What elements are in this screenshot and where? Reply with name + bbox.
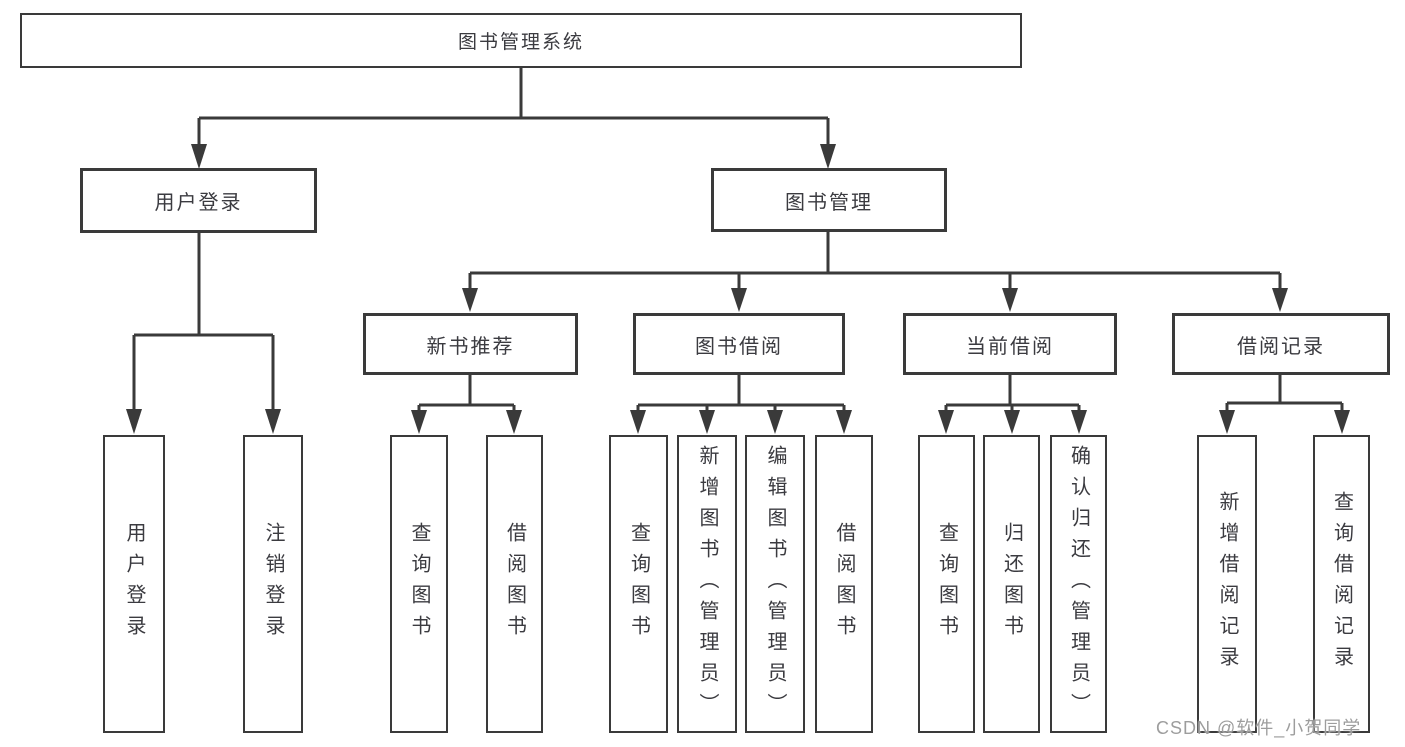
arrowhead-icon [1071,410,1087,434]
node-label: 确认归还（管理员） [1067,444,1090,724]
node-current-borrow: 当前借阅 [903,313,1117,375]
node-library-system: 图书管理系统 [20,13,1022,68]
arrowhead-icon [191,144,207,169]
node-label: 查询借阅记录 [1330,491,1353,677]
node-borrow-records: 借阅记录 [1172,313,1390,375]
node-label: 图书管理系统 [457,32,584,53]
node-user-login: 用户登录 [80,168,317,233]
node-label: 图书借阅 [695,335,783,358]
leaf-user-login: 用户登录 [103,435,165,733]
arrowhead-icon [126,409,142,434]
node-book-management: 图书管理 [711,168,947,232]
connector-root-split [199,68,828,120]
arrowhead-icon [1219,410,1235,434]
leaf-confirm-return-admin: 确认归还（管理员） [1050,435,1107,733]
arrowhead-icon [836,410,852,434]
connector-newbooks-split [419,375,514,407]
node-label: 查询图书 [627,522,650,646]
arrowhead-icon [1004,410,1020,434]
leaf-add-borrow-record: 新增借阅记录 [1197,435,1257,733]
connector-currentborrow-split [946,375,1079,407]
leaf-query-books-recommend: 查询图书 [390,435,448,733]
arrowhead-icon [1272,288,1288,312]
arrowhead-icon [1002,288,1018,312]
arrowhead-icon [938,410,954,434]
arrowhead-icon [767,410,783,434]
node-book-borrow: 图书借阅 [633,313,845,375]
arrowhead-icon [1334,410,1350,434]
arrowhead-icon [630,410,646,434]
node-label: 查询图书 [935,522,958,646]
arrowhead-icon [699,410,715,434]
connector-userlogin-shafts [132,335,275,412]
leaf-borrow-books: 借阅图书 [815,435,873,733]
node-label: 新增图书（管理员） [696,444,718,724]
connector-bookmgmt-shafts [468,273,1282,292]
leaf-logout: 注销登录 [243,435,303,733]
arrowhead-icon [506,410,522,434]
connector-records-split [1227,375,1342,405]
arrowhead-icon [462,288,478,312]
node-label: 借阅图书 [503,522,526,646]
leaf-return-books: 归还图书 [983,435,1040,733]
leaf-add-books-admin: 新增图书（管理员） [677,435,737,733]
leaf-edit-books-admin: 编辑图书（管理员） [745,435,805,733]
node-label: 归还图书 [1000,522,1023,646]
connector-bookmgmt-split [470,232,1280,275]
connector-bookborrow-split [638,375,844,407]
node-label: 编辑图书（管理员） [764,444,786,724]
node-label: 借阅记录 [1237,335,1325,358]
leaf-query-books-borrow: 查询图书 [609,435,668,733]
csdn-watermark: CSDN @软件_小贺同学 [1156,718,1362,738]
node-label: 注销登录 [262,522,284,646]
connector-userlogin-split [134,233,273,337]
node-label: 用户登录 [123,522,145,646]
leaf-query-books-current: 查询图书 [918,435,975,733]
connector-bookborrow-shafts [636,405,846,414]
arrowhead-icon [820,144,836,169]
node-label: 图书管理 [785,191,873,214]
node-label: 当前借阅 [966,335,1054,358]
node-label: 查询图书 [408,522,430,646]
leaf-query-borrow-record: 查询借阅记录 [1313,435,1370,733]
node-label: 借阅图书 [833,522,855,646]
arrowhead-icon [731,288,747,312]
arrowhead-icon [265,409,281,434]
connector-records-shafts [1225,403,1344,414]
leaf-borrow-books-recommend: 借阅图书 [486,435,543,733]
node-new-book-recommend: 新书推荐 [363,313,578,375]
node-label: 新书推荐 [426,335,515,358]
arrowhead-icon [411,410,427,434]
node-label: 用户登录 [154,192,243,214]
node-label: 新增借阅记录 [1216,491,1238,677]
